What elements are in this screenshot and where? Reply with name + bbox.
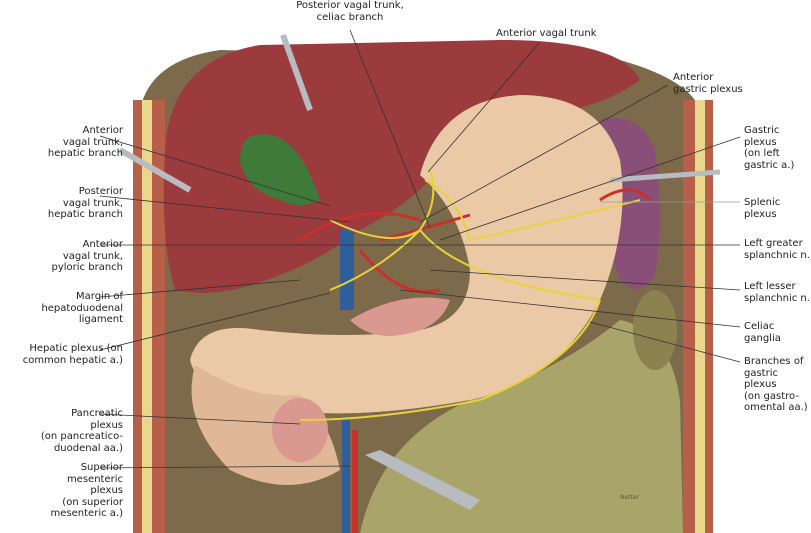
nerve-plexus xyxy=(299,169,641,421)
leader-line xyxy=(99,135,331,207)
label-left-greater-splanchnic: Left greater splanchnic n. xyxy=(744,238,810,261)
celiac-arteries xyxy=(299,188,652,294)
retractor xyxy=(609,169,721,183)
label-pancreatic-plexus: Pancreatic plexus (on pancreatico- duode… xyxy=(40,408,123,454)
leader-line xyxy=(99,413,301,425)
stomach xyxy=(190,95,623,414)
leader-line xyxy=(99,465,351,469)
superior-mesenteric-artery xyxy=(352,430,358,533)
label-gastric-plexus-left-gastric: Gastric plexus (on left gastric a.) xyxy=(744,125,795,171)
inferior-vena-cava xyxy=(340,230,354,310)
label-splenic-plexus: Splenic plexus xyxy=(744,197,781,220)
left-wall-fat xyxy=(142,100,152,533)
leader-lines xyxy=(99,29,741,469)
leader-line xyxy=(399,289,741,328)
label-anterior-vagal-pyloric: Anterior vagal trunk, pyloric branch xyxy=(51,239,124,273)
label-posterior-vagal-celiac: Posterior vagal trunk, celiac branch xyxy=(296,0,404,23)
artist-signature: Netter xyxy=(620,494,640,501)
leader-line xyxy=(429,269,741,291)
leader-line xyxy=(349,29,431,229)
leader-line xyxy=(99,279,301,298)
leader-line xyxy=(439,136,741,241)
pancreas-head xyxy=(272,398,328,462)
label-superior-mesenteric-plexus: Superior mesenteric plexus (on superior … xyxy=(50,462,123,519)
retractor xyxy=(280,33,313,112)
leader-line xyxy=(99,195,351,223)
label-hepatic-plexus: Hepatic plexus (on common hepatic a.) xyxy=(22,343,123,366)
label-anterior-gastric-plexus: Anterior gastric plexus xyxy=(673,72,743,95)
retractor xyxy=(118,147,192,193)
pancreas xyxy=(350,297,450,336)
leader-line xyxy=(99,292,331,351)
superior-mesenteric-vein xyxy=(342,420,350,533)
retractor xyxy=(365,450,480,510)
label-celiac-ganglia: Celiac ganglia xyxy=(744,321,781,344)
leader-line xyxy=(419,84,669,223)
label-anterior-vagal-trunk: Anterior vagal trunk xyxy=(496,28,597,39)
label-hepatoduodenal-margin: Margin of hepatoduodenal ligament xyxy=(41,291,123,325)
colon-loop xyxy=(633,290,677,370)
greater-omentum xyxy=(360,320,683,533)
gallbladder xyxy=(240,134,320,205)
label-posterior-vagal-hepatic: Posterior vagal trunk, hepatic branch xyxy=(47,186,123,220)
label-anterior-vagal-hepatic: Anterior vagal trunk, hepatic branch xyxy=(47,125,123,159)
leader-line xyxy=(427,41,541,173)
right-wall-fat xyxy=(695,100,705,533)
label-branches-gastric-plexus: Branches of gastric plexus (on gastro- o… xyxy=(744,356,808,413)
leader-line xyxy=(589,321,741,363)
label-left-lesser-splanchnic: Left lesser splanchnic n. xyxy=(744,281,810,304)
